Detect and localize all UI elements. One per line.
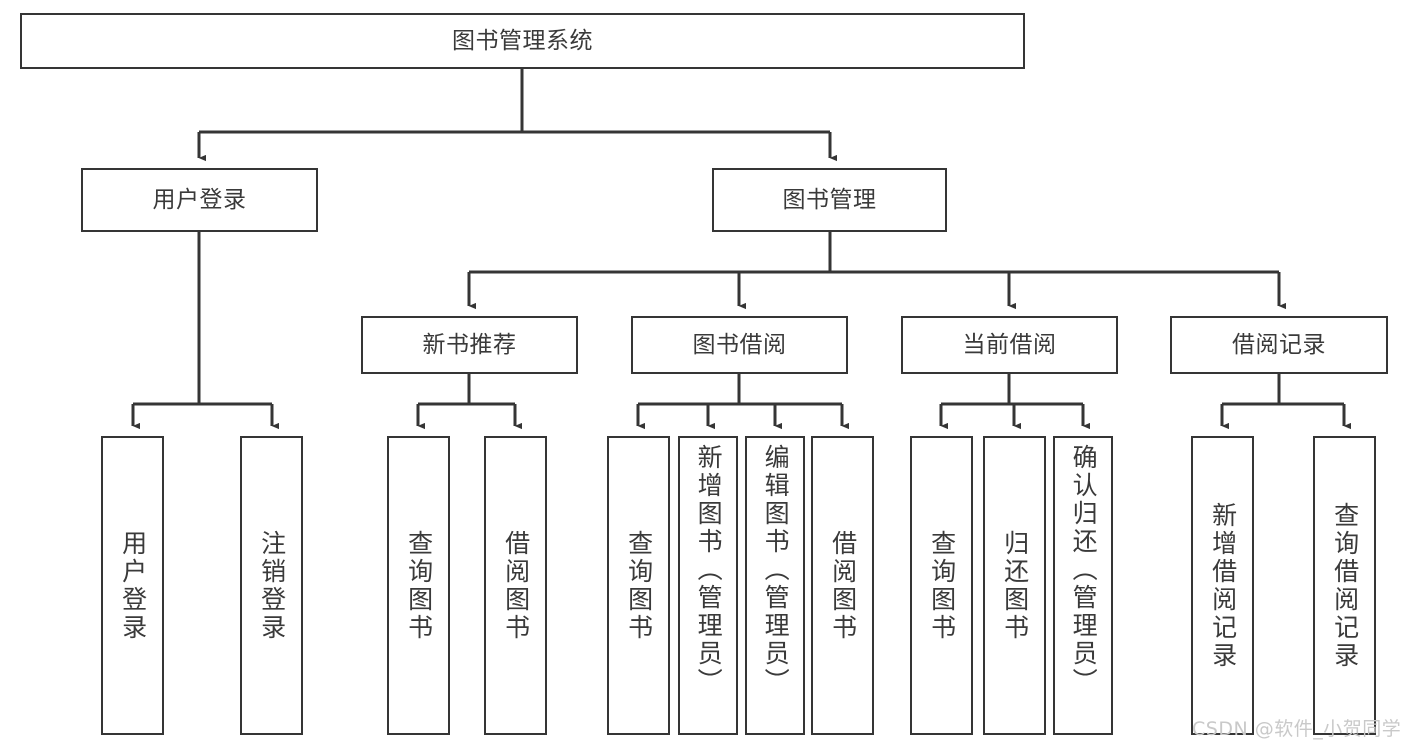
leaf-borrow-book-rec[interactable]: 借阅图书 [484,436,547,735]
leaf-query-book-rec[interactable]: 查询图书 [387,436,450,735]
leaf-borrow-book-rec-label: 借阅图书 [501,529,531,642]
node-borrow-record-label: 借阅记录 [1232,331,1326,358]
leaf-query-record[interactable]: 查询借阅记录 [1313,436,1376,735]
leaf-add-record-label: 新增借阅记录 [1208,501,1238,670]
leaf-borrow-book-label: 借阅图书 [828,529,858,642]
node-new-book-rec[interactable]: 新书推荐 [361,316,578,374]
leaf-logout-label: 注销登录 [257,529,287,642]
node-book-borrow-label: 图书借阅 [692,331,787,358]
node-current-borrow[interactable]: 当前借阅 [901,316,1118,374]
leaf-user-login-label: 用户登录 [118,529,148,642]
node-user-login-label: 用户登录 [152,186,247,213]
node-current-borrow-label: 当前借阅 [962,331,1057,358]
leaf-add-record[interactable]: 新增借阅记录 [1191,436,1254,735]
leaf-query-book-borrow-label: 查询图书 [624,529,654,642]
leaf-edit-book-label: 编辑图书（管理员） [761,444,791,696]
node-root-label: 图书管理系统 [452,27,593,54]
leaf-query-book-rec-label: 查询图书 [404,529,434,642]
leaf-confirm-return[interactable]: 确认归还（管理员） [1053,436,1113,735]
node-user-login[interactable]: 用户登录 [81,168,318,232]
leaf-query-book-borrow[interactable]: 查询图书 [607,436,670,735]
watermark: CSDN @软件_小贺同学 [1192,718,1402,740]
leaf-add-book[interactable]: 新增图书（管理员） [678,436,738,735]
leaf-return-book-label: 归还图书 [1000,529,1030,642]
leaf-borrow-book[interactable]: 借阅图书 [811,436,874,735]
node-new-book-rec-label: 新书推荐 [422,331,517,358]
leaf-return-book[interactable]: 归还图书 [983,436,1046,735]
node-book-manage-label: 图书管理 [782,186,877,213]
leaf-query-book-current-label: 查询图书 [927,529,957,642]
leaf-user-login[interactable]: 用户登录 [101,436,164,735]
node-root[interactable]: 图书管理系统 [20,13,1025,69]
leaf-query-record-label: 查询借阅记录 [1330,501,1360,670]
node-borrow-record[interactable]: 借阅记录 [1170,316,1388,374]
node-book-borrow[interactable]: 图书借阅 [631,316,848,374]
leaf-query-book-current[interactable]: 查询图书 [910,436,973,735]
leaf-logout[interactable]: 注销登录 [240,436,303,735]
leaf-add-book-label: 新增图书（管理员） [694,444,724,696]
node-book-manage[interactable]: 图书管理 [712,168,947,232]
leaf-edit-book[interactable]: 编辑图书（管理员） [745,436,805,735]
leaf-confirm-return-label: 确认归还（管理员） [1069,444,1099,696]
